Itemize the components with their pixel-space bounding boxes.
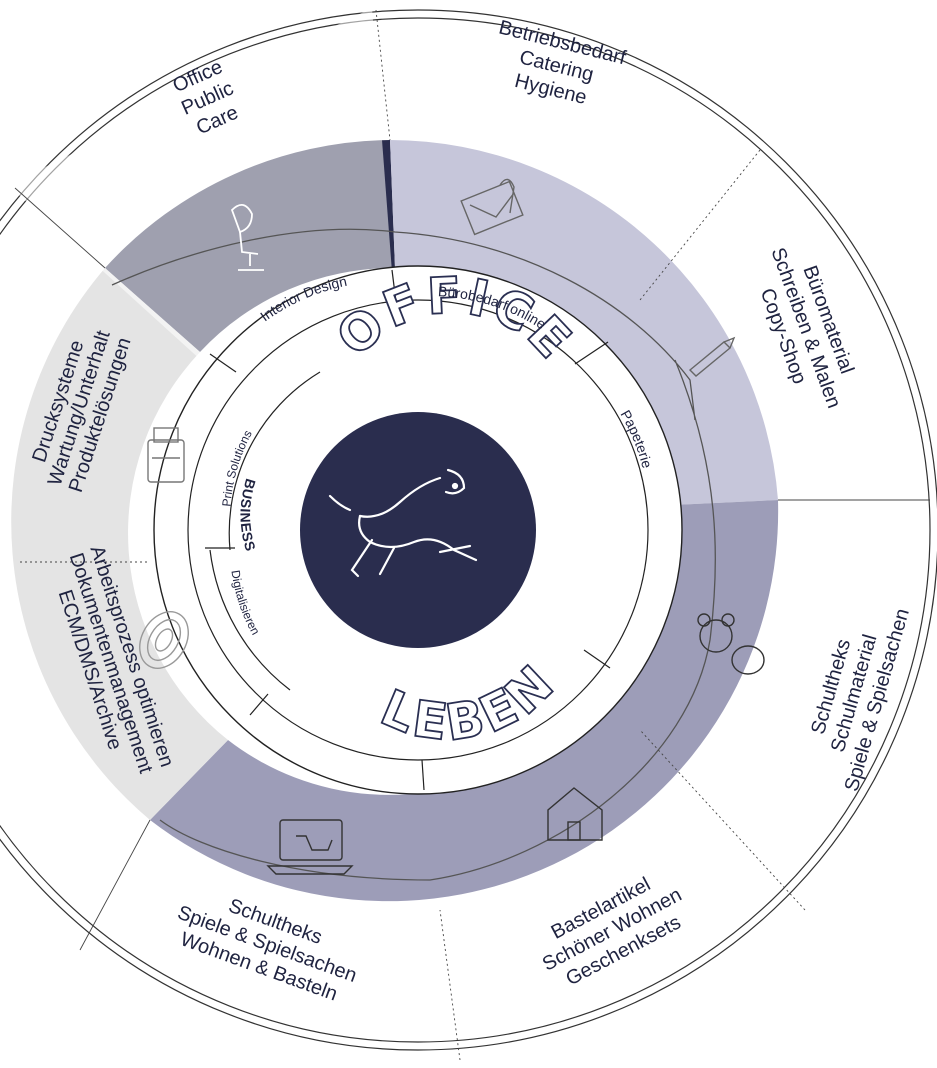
leaping-ram-icon (328, 468, 478, 578)
inner-separators (205, 269, 611, 791)
divider-lines (14, 9, 930, 1061)
sector-leben-lavender (150, 500, 779, 902)
inner-ring-track (187, 299, 649, 761)
pencil-icon (688, 336, 736, 377)
business-arc (228, 371, 321, 551)
office-chair-icon (230, 204, 264, 271)
sector-business-gray (11, 268, 229, 820)
fingerprint-icon (139, 611, 189, 669)
center-disc (300, 412, 536, 648)
outer-label-office-public-care: OfficePublicCare (168, 55, 246, 141)
printer-icon (147, 427, 185, 483)
envelope-icon (460, 178, 524, 236)
house-icon (547, 787, 603, 841)
line-path (111, 228, 717, 881)
business-word: BUSINESS (237, 477, 259, 553)
business-arc-lower (209, 549, 291, 691)
outer-rim (0, 9, 937, 1051)
laptop-cart-icon (266, 819, 354, 875)
teddy-bear-icon (697, 613, 765, 675)
sector-office-lavender (390, 140, 778, 506)
